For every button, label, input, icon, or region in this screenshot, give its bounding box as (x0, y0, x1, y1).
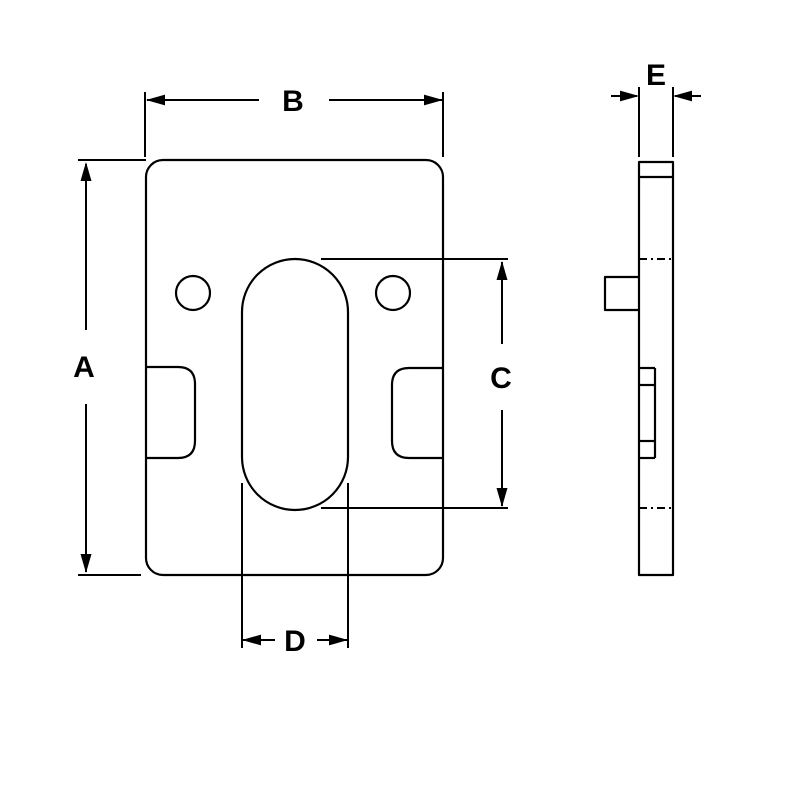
front-view (144, 158, 445, 577)
dim-a-arrow-down-icon (80, 554, 92, 573)
dim-e-arrow-left-icon (673, 90, 692, 102)
dim-d-arrow-left-icon (242, 634, 261, 646)
dim-b-arrow-right-icon (424, 94, 443, 106)
side-view (603, 160, 675, 577)
dimension-e-label: E (646, 59, 666, 92)
dimension-a-label: A (73, 351, 95, 384)
mounting-hole-right (374, 274, 412, 312)
dim-c-arrow-up-icon (496, 261, 508, 280)
side-tab-protrusion (603, 275, 639, 312)
dim-b-arrow-left-icon (146, 94, 165, 106)
dim-c-arrow-down-icon (496, 488, 508, 507)
dim-d-arrow-right-icon (329, 634, 348, 646)
dimension-c-label: C (490, 362, 512, 395)
left-edge-notch (146, 365, 197, 460)
dim-a-arrow-up-icon (80, 162, 92, 181)
right-edge-notch (390, 366, 443, 460)
slot-cutout (240, 257, 350, 512)
plate-outline (144, 158, 445, 577)
dimension-a: A (73, 159, 146, 576)
dimension-d-label: D (284, 625, 306, 658)
dimension-b: B (144, 85, 444, 157)
dimension-c: C (321, 258, 512, 509)
dimension-b-label: B (282, 85, 304, 118)
dimension-e: E (611, 59, 701, 157)
dim-e-arrow-right-icon (620, 90, 639, 102)
side-notch-recess (639, 366, 657, 460)
mounting-hole-left (174, 274, 212, 312)
dimension-d: D (241, 483, 349, 658)
